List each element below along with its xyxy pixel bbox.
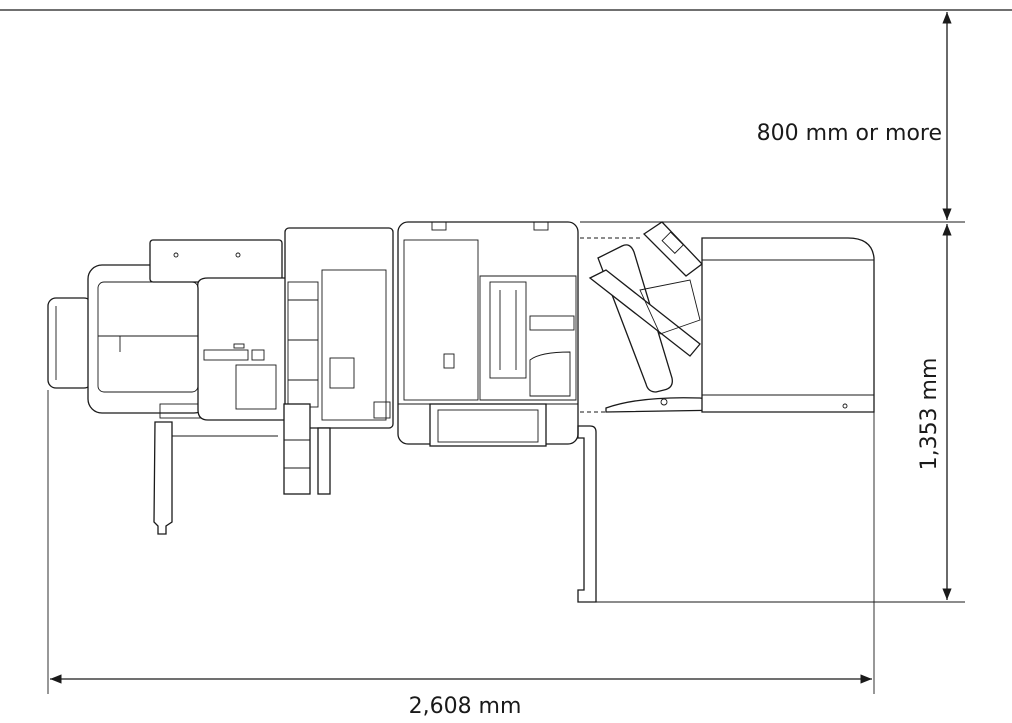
depth-dimension: 1,353 mm — [596, 224, 965, 603]
rear-clearance-dimension: 800 mm or more — [580, 12, 965, 223]
finisher-unit — [47, 239, 283, 535]
paper-deck-unit — [701, 237, 875, 413]
depth-label: 1,353 mm — [917, 358, 942, 471]
width-dimension: 2,608 mm — [47, 390, 875, 719]
main-copier-unit — [397, 221, 579, 447]
rear-clearance-label: 800 mm or more — [757, 121, 942, 146]
middle-unit — [197, 227, 394, 495]
side-extension — [577, 237, 640, 603]
width-label: 2,608 mm — [409, 694, 522, 719]
